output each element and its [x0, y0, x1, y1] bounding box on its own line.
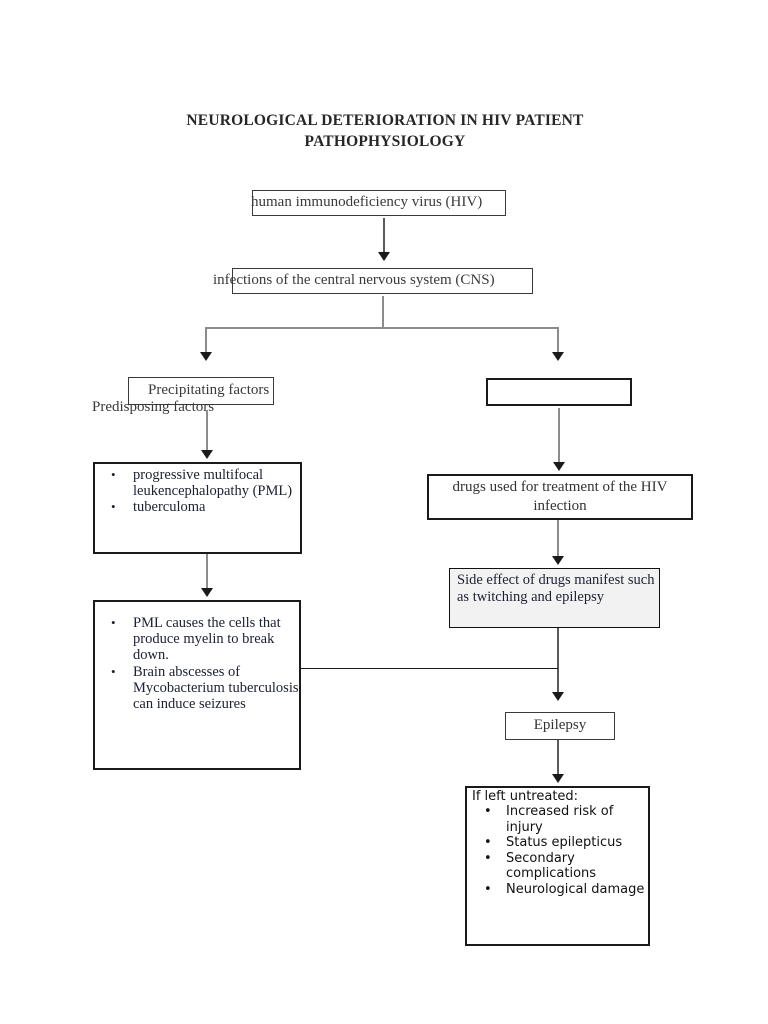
mechanisms-list: PML causes the cells that produce myelin…	[99, 615, 299, 712]
connector-infections-to-mechanisms	[206, 554, 208, 590]
list-item: Status epilepticus	[472, 835, 647, 851]
node-predisposing-factors-label: Predisposing factors	[92, 399, 215, 415]
arrowhead-right-node-to-drugs	[553, 462, 565, 471]
list-item: Secondary complications	[472, 851, 647, 882]
page-title-line-2: PATHOPHYSIOLOGY	[304, 133, 466, 150]
untreated-outcomes-heading: If left untreated:	[472, 789, 579, 804]
node-hiv-label: human immunodeficiency virus (HIV)	[251, 194, 483, 210]
node-hiv-box	[252, 190, 506, 216]
connector-precipitating-to-infections	[206, 410, 208, 452]
connector-cns-to-precipitating	[205, 327, 207, 354]
connector-mechanisms-to-epilepsy-branch	[301, 668, 558, 670]
connector-hiv-to-cns	[383, 218, 385, 254]
page-title-line-1: NEUROLOGICAL DETERIORATION IN HIV PATIEN…	[186, 112, 584, 129]
connector-right-node-to-drugs	[558, 408, 560, 464]
node-cns-box	[232, 268, 533, 294]
node-cns-label: infections of the central nervous system…	[213, 272, 495, 288]
arrowhead-cns-to-right-node	[552, 352, 564, 361]
list-item: progressive multifocal leukencephalopath…	[99, 467, 297, 499]
list-item: Neurological damage	[472, 882, 647, 898]
node-epilepsy-label: Epilepsy	[533, 717, 587, 733]
untreated-outcomes-list: Increased risk of injury Status epilepti…	[472, 804, 647, 897]
node-drugs-box	[427, 474, 693, 520]
opportunistic-infections-list: progressive multifocal leukencephalopath…	[99, 467, 297, 516]
connector-cns-stem	[382, 296, 384, 328]
arrowhead-infections-to-mechanisms	[201, 588, 213, 597]
node-side-effects-box	[449, 568, 660, 628]
node-side-effects-label: Side effect of drugs manifest such as tw…	[457, 572, 655, 605]
connector-cns-split-bar	[205, 327, 559, 329]
connector-epilepsy-to-outcomes	[557, 740, 559, 776]
connector-side-effects-to-epilepsy	[557, 628, 559, 694]
arrowhead-side-effects-to-epilepsy	[552, 692, 564, 701]
node-drugs-label: drugs used for treatment of the HIV infe…	[452, 479, 668, 514]
node-empty-right-box	[486, 378, 632, 406]
connector-cns-to-right-node	[557, 327, 559, 354]
arrowhead-drugs-to-side-effects	[552, 556, 564, 565]
arrowhead-hiv-to-cns	[378, 252, 390, 261]
arrowhead-epilepsy-to-outcomes	[552, 774, 564, 783]
list-item: PML causes the cells that produce myelin…	[99, 615, 299, 664]
list-item: tuberculoma	[99, 499, 297, 515]
list-item: Brain abscesses of Mycobacterium tubercu…	[99, 664, 299, 713]
page-title: NEUROLOGICAL DETERIORATION IN HIV PATIEN…	[120, 110, 650, 152]
arrowhead-cns-to-precipitating	[200, 352, 212, 361]
connector-drugs-to-side-effects	[557, 520, 559, 558]
node-epilepsy-box	[505, 712, 615, 740]
node-precipitating-factors-label: Precipitating factors	[148, 382, 270, 398]
node-precipitating-factors-box	[128, 377, 274, 405]
arrowhead-precipitating-to-infections	[201, 450, 213, 459]
list-item: Increased risk of injury	[472, 804, 647, 835]
